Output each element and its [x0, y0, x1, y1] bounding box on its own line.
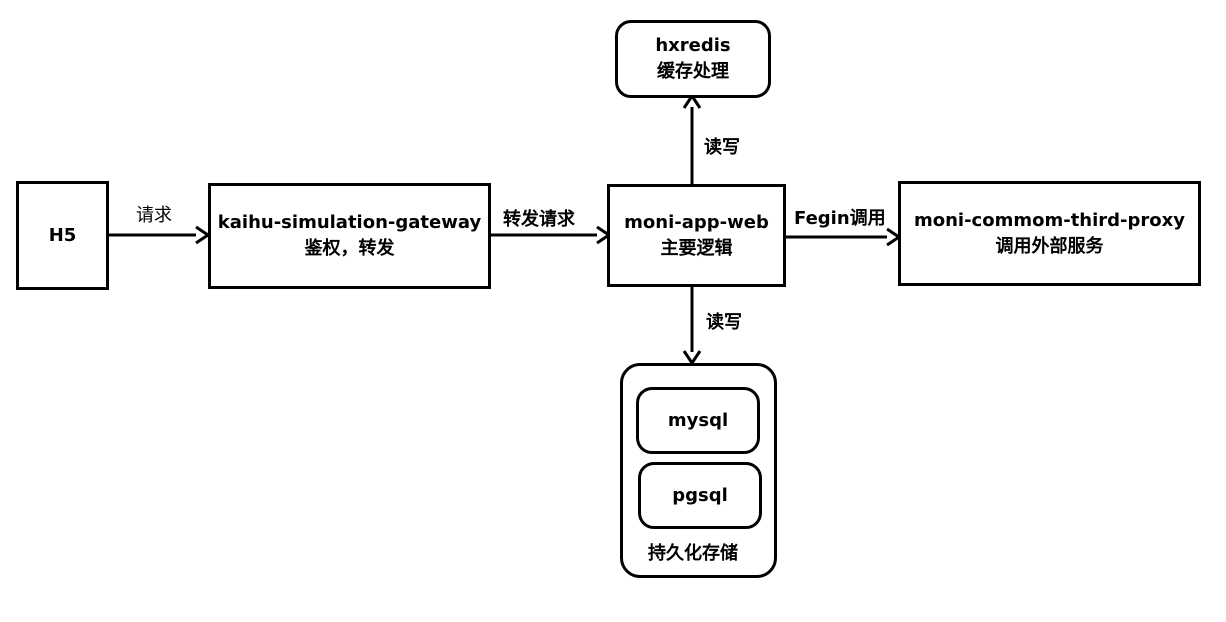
node-gateway-title: kaihu-simulation-gateway — [217, 212, 482, 233]
edge-label-forward: 转发请求 — [503, 209, 575, 230]
node-h5-title: H5 — [48, 224, 77, 246]
node-proxy-subtitle: 调用外部服务 — [995, 235, 1104, 257]
arrowhead-storage — [682, 350, 702, 366]
edge-label-request: 请求 — [136, 205, 172, 226]
node-h5: H5 — [16, 181, 109, 290]
node-web-subtitle: 主要逻辑 — [660, 237, 733, 259]
edge-label-fegin: Fegin调用 — [794, 208, 886, 229]
edge-label-storage-rw: 读写 — [706, 312, 742, 333]
storage-item-pgsql: pgsql — [638, 462, 762, 529]
edge-label-redis-rw: 读写 — [704, 137, 740, 158]
arrowhead-gateway — [195, 225, 211, 245]
node-gateway-subtitle: 鉴权，转发 — [304, 238, 395, 259]
storage-item-mysql-label: mysql — [667, 409, 729, 431]
node-redis-subtitle: 缓存处理 — [657, 61, 729, 82]
storage-item-mysql: mysql — [636, 387, 760, 454]
node-web-title: moni-app-web — [624, 211, 769, 233]
node-storage-caption: 持久化存储 — [648, 543, 738, 564]
node-web: moni-app-web 主要逻辑 — [607, 184, 786, 287]
node-gateway: kaihu-simulation-gateway 鉴权，转发 — [208, 183, 491, 289]
node-redis-title: hxredis — [655, 35, 731, 56]
node-proxy: moni-commom-third-proxy 调用外部服务 — [898, 181, 1201, 286]
node-proxy-title: moni-commom-third-proxy — [913, 209, 1185, 231]
node-redis: hxredis 缓存处理 — [615, 20, 771, 98]
storage-item-pgsql-label: pgsql — [672, 484, 728, 506]
